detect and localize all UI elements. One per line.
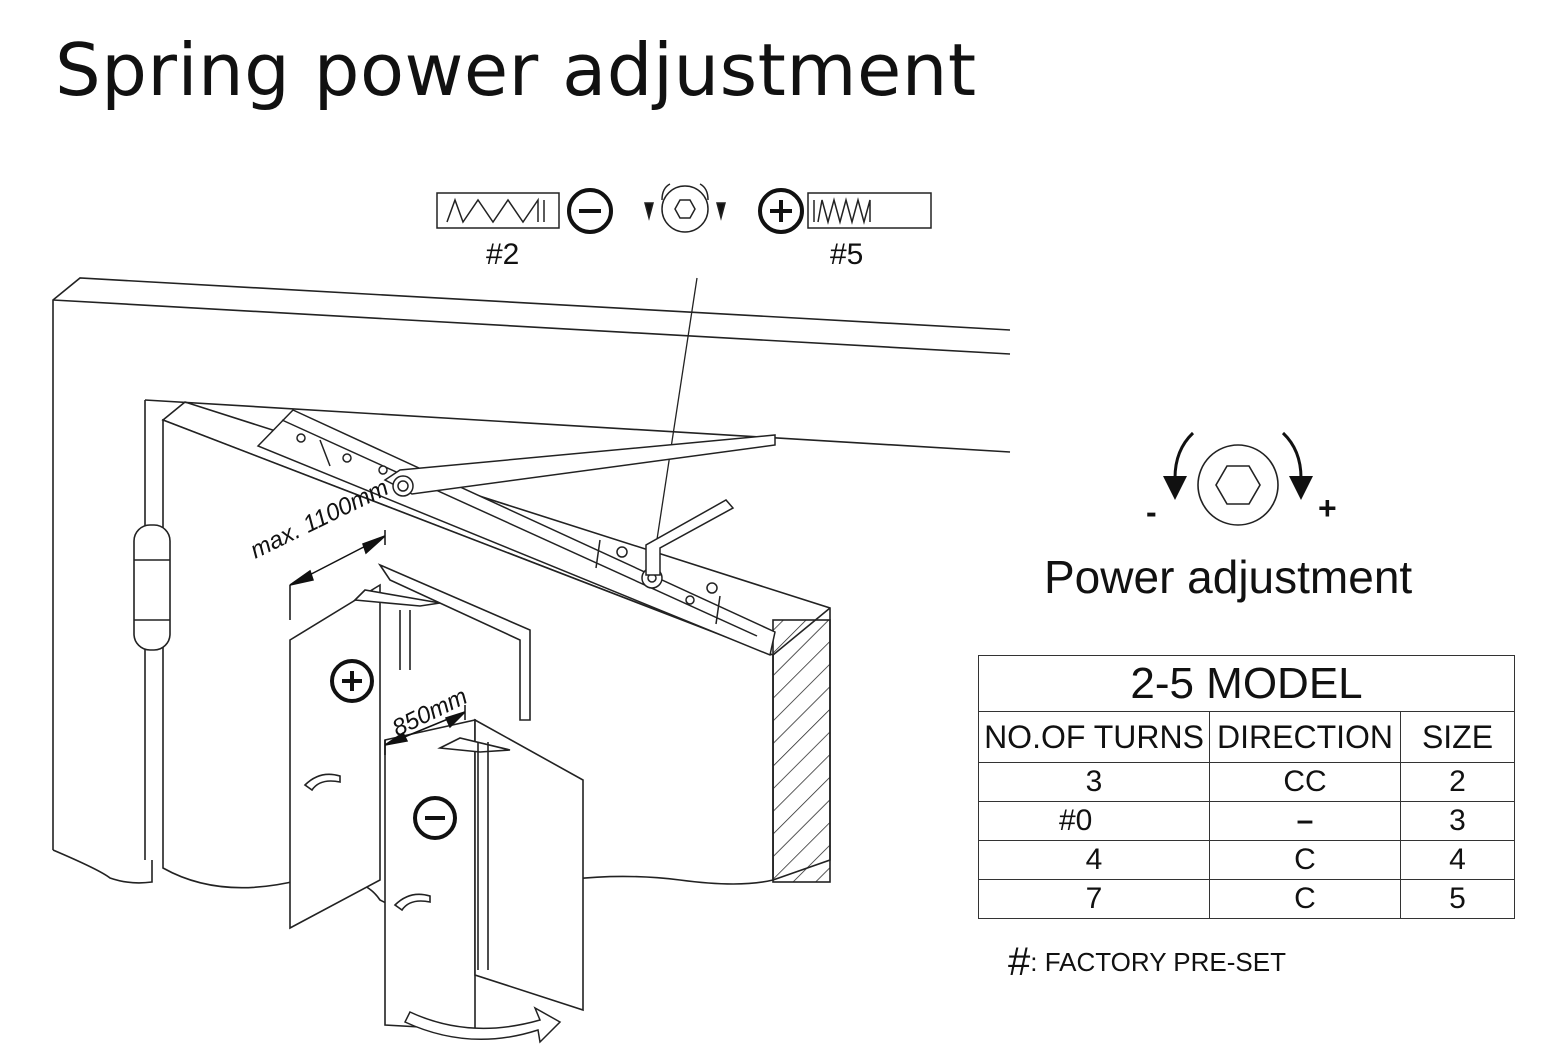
spring-max-box bbox=[807, 192, 932, 229]
table-row: 4 C 4 bbox=[978, 840, 1515, 880]
rotate-cw-arrow-icon bbox=[1281, 431, 1313, 500]
spring-max-coil bbox=[817, 197, 871, 225]
spring-min-box bbox=[436, 192, 560, 229]
turns-cell: #0 bbox=[978, 801, 1210, 841]
power-minus-label: - bbox=[1146, 494, 1157, 530]
direction-cell: C bbox=[1209, 879, 1401, 919]
spring-min-coil bbox=[446, 197, 539, 224]
minus-circle-icon bbox=[413, 796, 457, 840]
power-adjustment-title: Power adjustment bbox=[1044, 551, 1413, 603]
size-cell: 3 bbox=[1400, 801, 1515, 841]
table-row: 7 C 5 bbox=[978, 879, 1515, 919]
size-cell: 2 bbox=[1400, 762, 1515, 802]
spring-max-label: #5 bbox=[830, 238, 864, 271]
swing-arrow bbox=[403, 1006, 562, 1044]
column-header-direction: DIRECTION bbox=[1209, 711, 1401, 763]
model-table: 2-5 MODEL NO.OF TURNS DIRECTION SIZE 3 C… bbox=[978, 655, 1515, 919]
hinge bbox=[133, 524, 171, 651]
direction-cell: – bbox=[1209, 801, 1401, 841]
direction-cell: CC bbox=[1209, 762, 1401, 802]
footnote-symbol: # bbox=[1008, 940, 1031, 984]
door-closer bbox=[256, 409, 776, 657]
leader-line bbox=[651, 277, 698, 573]
size-cell: 4 bbox=[1400, 840, 1515, 880]
factory-preset-note: #: FACTORY PRE-SET bbox=[1008, 940, 1286, 985]
door-frame bbox=[52, 277, 1011, 884]
footnote-text: : FACTORY PRE-SET bbox=[1030, 947, 1286, 977]
column-header-turns: NO.OF TURNS bbox=[978, 711, 1210, 763]
dimension-min bbox=[384, 705, 466, 755]
table-title: 2-5 MODEL bbox=[978, 655, 1515, 712]
turns-cell: 3 bbox=[978, 762, 1210, 802]
plus-circle-icon bbox=[330, 659, 374, 703]
table-row: 3 CC 2 bbox=[978, 762, 1515, 802]
dimension-max bbox=[289, 530, 386, 620]
turns-cell: 4 bbox=[978, 840, 1210, 880]
min-door bbox=[384, 718, 584, 1031]
power-plus-label: + bbox=[1318, 490, 1337, 526]
rotate-ccw-arrow-icon bbox=[1163, 431, 1195, 500]
small-hex-socket-icon bbox=[644, 183, 726, 233]
spring-indicator bbox=[436, 192, 932, 229]
minus-circle-icon bbox=[567, 188, 613, 234]
table-row: #0 – 3 bbox=[978, 801, 1515, 841]
turns-cell: 7 bbox=[978, 879, 1210, 919]
column-header-size: SIZE bbox=[1400, 711, 1515, 763]
hex-key bbox=[645, 499, 735, 576]
page-title: Spring power adjustment bbox=[55, 28, 977, 112]
plus-circle-icon bbox=[758, 188, 804, 234]
spring-min-label: #2 bbox=[486, 238, 520, 271]
direction-cell: C bbox=[1209, 840, 1401, 880]
hex-socket-icon bbox=[1197, 444, 1279, 526]
size-cell: 5 bbox=[1400, 879, 1515, 919]
